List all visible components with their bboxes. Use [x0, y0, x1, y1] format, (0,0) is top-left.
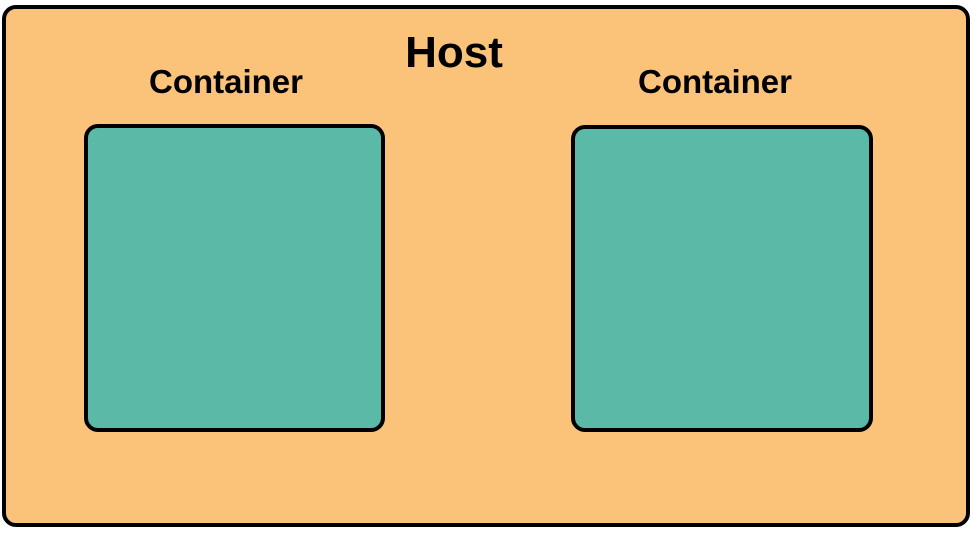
host-label: Host — [405, 28, 503, 77]
container-box-2 — [571, 125, 873, 432]
host-box — [2, 5, 970, 527]
container-box-1 — [84, 124, 385, 432]
container-label-1: Container — [148, 63, 303, 100]
container-label-2: Container — [637, 63, 792, 100]
